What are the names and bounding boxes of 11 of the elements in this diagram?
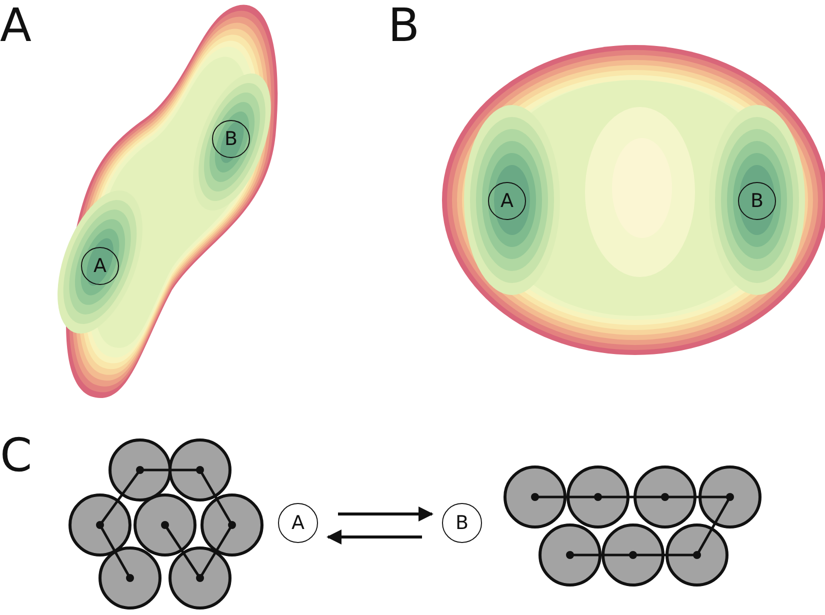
- arrow: [326, 530, 422, 544]
- arrow: [338, 506, 434, 522]
- panel-letter: B: [388, 2, 420, 48]
- state-circle: A: [278, 503, 318, 543]
- state-circle: B: [738, 182, 776, 220]
- state-circle: B: [442, 503, 482, 543]
- state-circle: A: [81, 247, 119, 285]
- panel-letter: C: [0, 432, 32, 478]
- panel-letter: A: [0, 2, 32, 48]
- state-circle: B: [212, 120, 250, 158]
- state-circle: A: [488, 182, 526, 220]
